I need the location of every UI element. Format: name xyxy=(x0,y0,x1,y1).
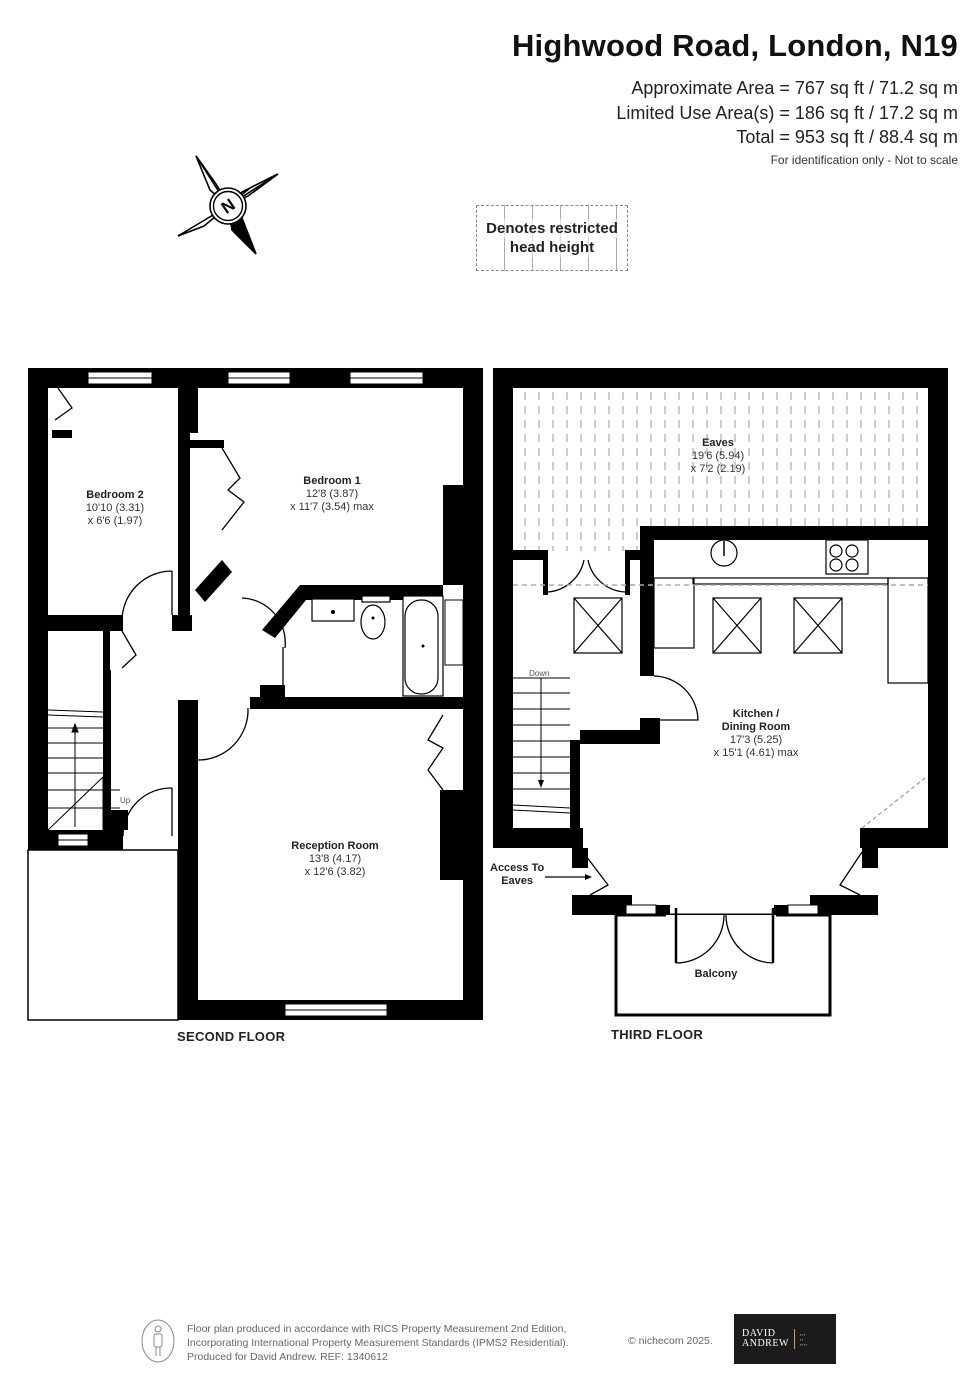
logo-line2: ANDREW xyxy=(742,1338,789,1349)
copyright-notice: © nichecom 2025. xyxy=(628,1335,713,1347)
person-measurement-icon xyxy=(141,1319,175,1363)
stairs-up-label: Up xyxy=(120,796,131,805)
total-area: Total = 953 sq ft / 88.4 sq m xyxy=(736,127,958,147)
room-bedroom-2: Bedroom 2 10'10 (3.31) x 6'6 (1.97) xyxy=(85,489,145,527)
room-balcony: Balcony xyxy=(694,968,738,980)
access-to-eaves-label: Access To Eaves xyxy=(490,862,545,887)
logo-subtext: ▪▪▪▪▪▪▪▪▪ xyxy=(799,1331,808,1347)
logo-line1: DAVID xyxy=(742,1328,776,1339)
north-compass-icon: N xyxy=(177,155,279,255)
stairs-down-label: Down xyxy=(529,669,550,678)
agency-logo: DAVID ANDREW ▪▪▪▪▪▪▪▪▪ xyxy=(734,1314,836,1364)
scale-disclaimer: For identification only - Not to scale xyxy=(770,153,958,167)
logo-accent-bar xyxy=(793,1329,795,1349)
room-bedroom-1: Bedroom 1 12'8 (3.87) x 11'7 (3.54) max xyxy=(290,475,374,513)
third-floor-label: THIRD FLOOR xyxy=(611,1027,704,1042)
legend-text-line1: Denotes restricted xyxy=(486,219,618,238)
limited-use-area: Limited Use Area(s) = 186 sq ft / 17.2 s… xyxy=(616,103,958,123)
second-floor-label: SECOND FLOOR xyxy=(177,1029,286,1044)
footer-disclaimer: Floor plan produced in accordance with R… xyxy=(187,1323,569,1363)
property-title: Highwood Road, London, N19 xyxy=(511,28,958,63)
room-kitchen-dining: Kitchen / Dining Room 17'3 (5.25) x 15'1… xyxy=(713,708,799,759)
room-reception: Reception Room 13'8 (4.17) x 12'6 (3.82) xyxy=(291,840,379,878)
third-floor-plan xyxy=(493,368,948,1017)
legend-text-line2: head height xyxy=(509,238,595,257)
second-floor-plan xyxy=(27,368,483,1021)
room-eaves: Eaves 19'6 (5.94) x 7'2 (2.19) xyxy=(690,437,746,475)
approximate-area: Approximate Area = 767 sq ft / 71.2 sq m xyxy=(631,78,958,98)
restricted-height-legend: Denotes restricted head height xyxy=(476,205,628,271)
